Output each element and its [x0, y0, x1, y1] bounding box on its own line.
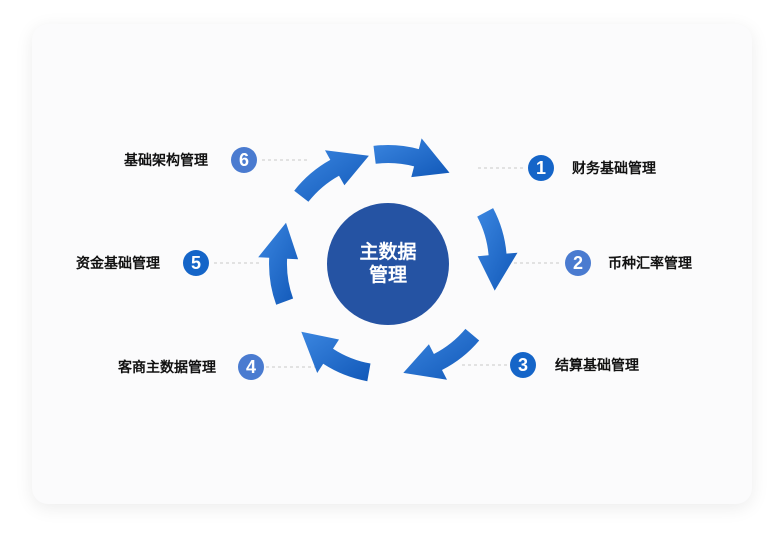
badge-3: 3 [510, 352, 536, 378]
badge-6: 6 [231, 147, 257, 173]
badge-2: 2 [565, 250, 591, 276]
center-node: 主数据 管理 [327, 203, 449, 325]
cycle-arrow-6 [294, 150, 369, 202]
cycle-arrow-2 [477, 208, 518, 291]
item-label-finance: 财务基础管理 [572, 161, 656, 177]
cycle-arrow-1 [373, 138, 450, 178]
cycle-arrow-4 [301, 331, 371, 382]
item-label-infrastructure: 基础架构管理 [124, 153, 208, 169]
leader-lines [214, 159, 560, 368]
arrow-group [258, 138, 518, 382]
badge-4: 4 [238, 354, 264, 380]
center-title-line1: 主数据 [359, 241, 417, 263]
badge-5: 5 [183, 250, 209, 276]
cycle-arrow-3 [403, 328, 480, 380]
cycle-arrow-5 [258, 222, 299, 305]
item-label-currency: 币种汇率管理 [608, 256, 692, 272]
center-title-line2: 管理 [368, 264, 407, 286]
item-label-settlement: 结算基础管理 [555, 358, 639, 374]
item-label-merchant: 客商主数据管理 [118, 360, 216, 376]
badge-1: 1 [528, 155, 554, 181]
item-label-funds: 资金基础管理 [76, 256, 160, 272]
